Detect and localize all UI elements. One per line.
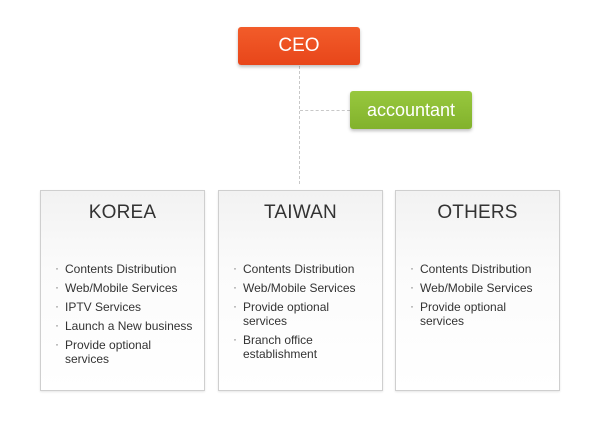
list-item: Contents Distribution xyxy=(233,261,376,276)
list-item: Branch office establishment xyxy=(233,332,376,361)
region-korea-list: Contents Distribution Web/Mobile Service… xyxy=(41,261,204,366)
region-taiwan-box: TAIWAN Contents Distribution Web/Mobile … xyxy=(218,190,383,391)
region-taiwan-list: Contents Distribution Web/Mobile Service… xyxy=(219,261,382,361)
list-item: Launch a New business xyxy=(55,318,198,333)
list-item: Provide optional services xyxy=(233,299,376,328)
list-item: Provide optional services xyxy=(410,299,553,328)
region-others-list: Contents Distribution Web/Mobile Service… xyxy=(396,261,559,328)
list-item: Web/Mobile Services xyxy=(233,280,376,295)
list-item: Provide optional services xyxy=(55,337,198,366)
list-item: Web/Mobile Services xyxy=(410,280,553,295)
list-item: IPTV Services xyxy=(55,299,198,314)
list-item: Web/Mobile Services xyxy=(55,280,198,295)
accountant-node: accountant xyxy=(350,91,472,129)
region-others-title: OTHERS xyxy=(437,202,518,223)
connector-to-accountant xyxy=(300,110,350,111)
list-item: Contents Distribution xyxy=(55,261,198,276)
region-korea-box: KOREA Contents Distribution Web/Mobile S… xyxy=(40,190,205,391)
list-item: Contents Distribution xyxy=(410,261,553,276)
region-korea-title: KOREA xyxy=(88,202,157,223)
region-others-box: OTHERS Contents Distribution Web/Mobile … xyxy=(395,190,560,391)
connector-ceo-to-regions xyxy=(299,66,300,184)
region-taiwan-title: TAIWAN xyxy=(264,202,337,223)
ceo-node: CEO xyxy=(238,27,360,65)
